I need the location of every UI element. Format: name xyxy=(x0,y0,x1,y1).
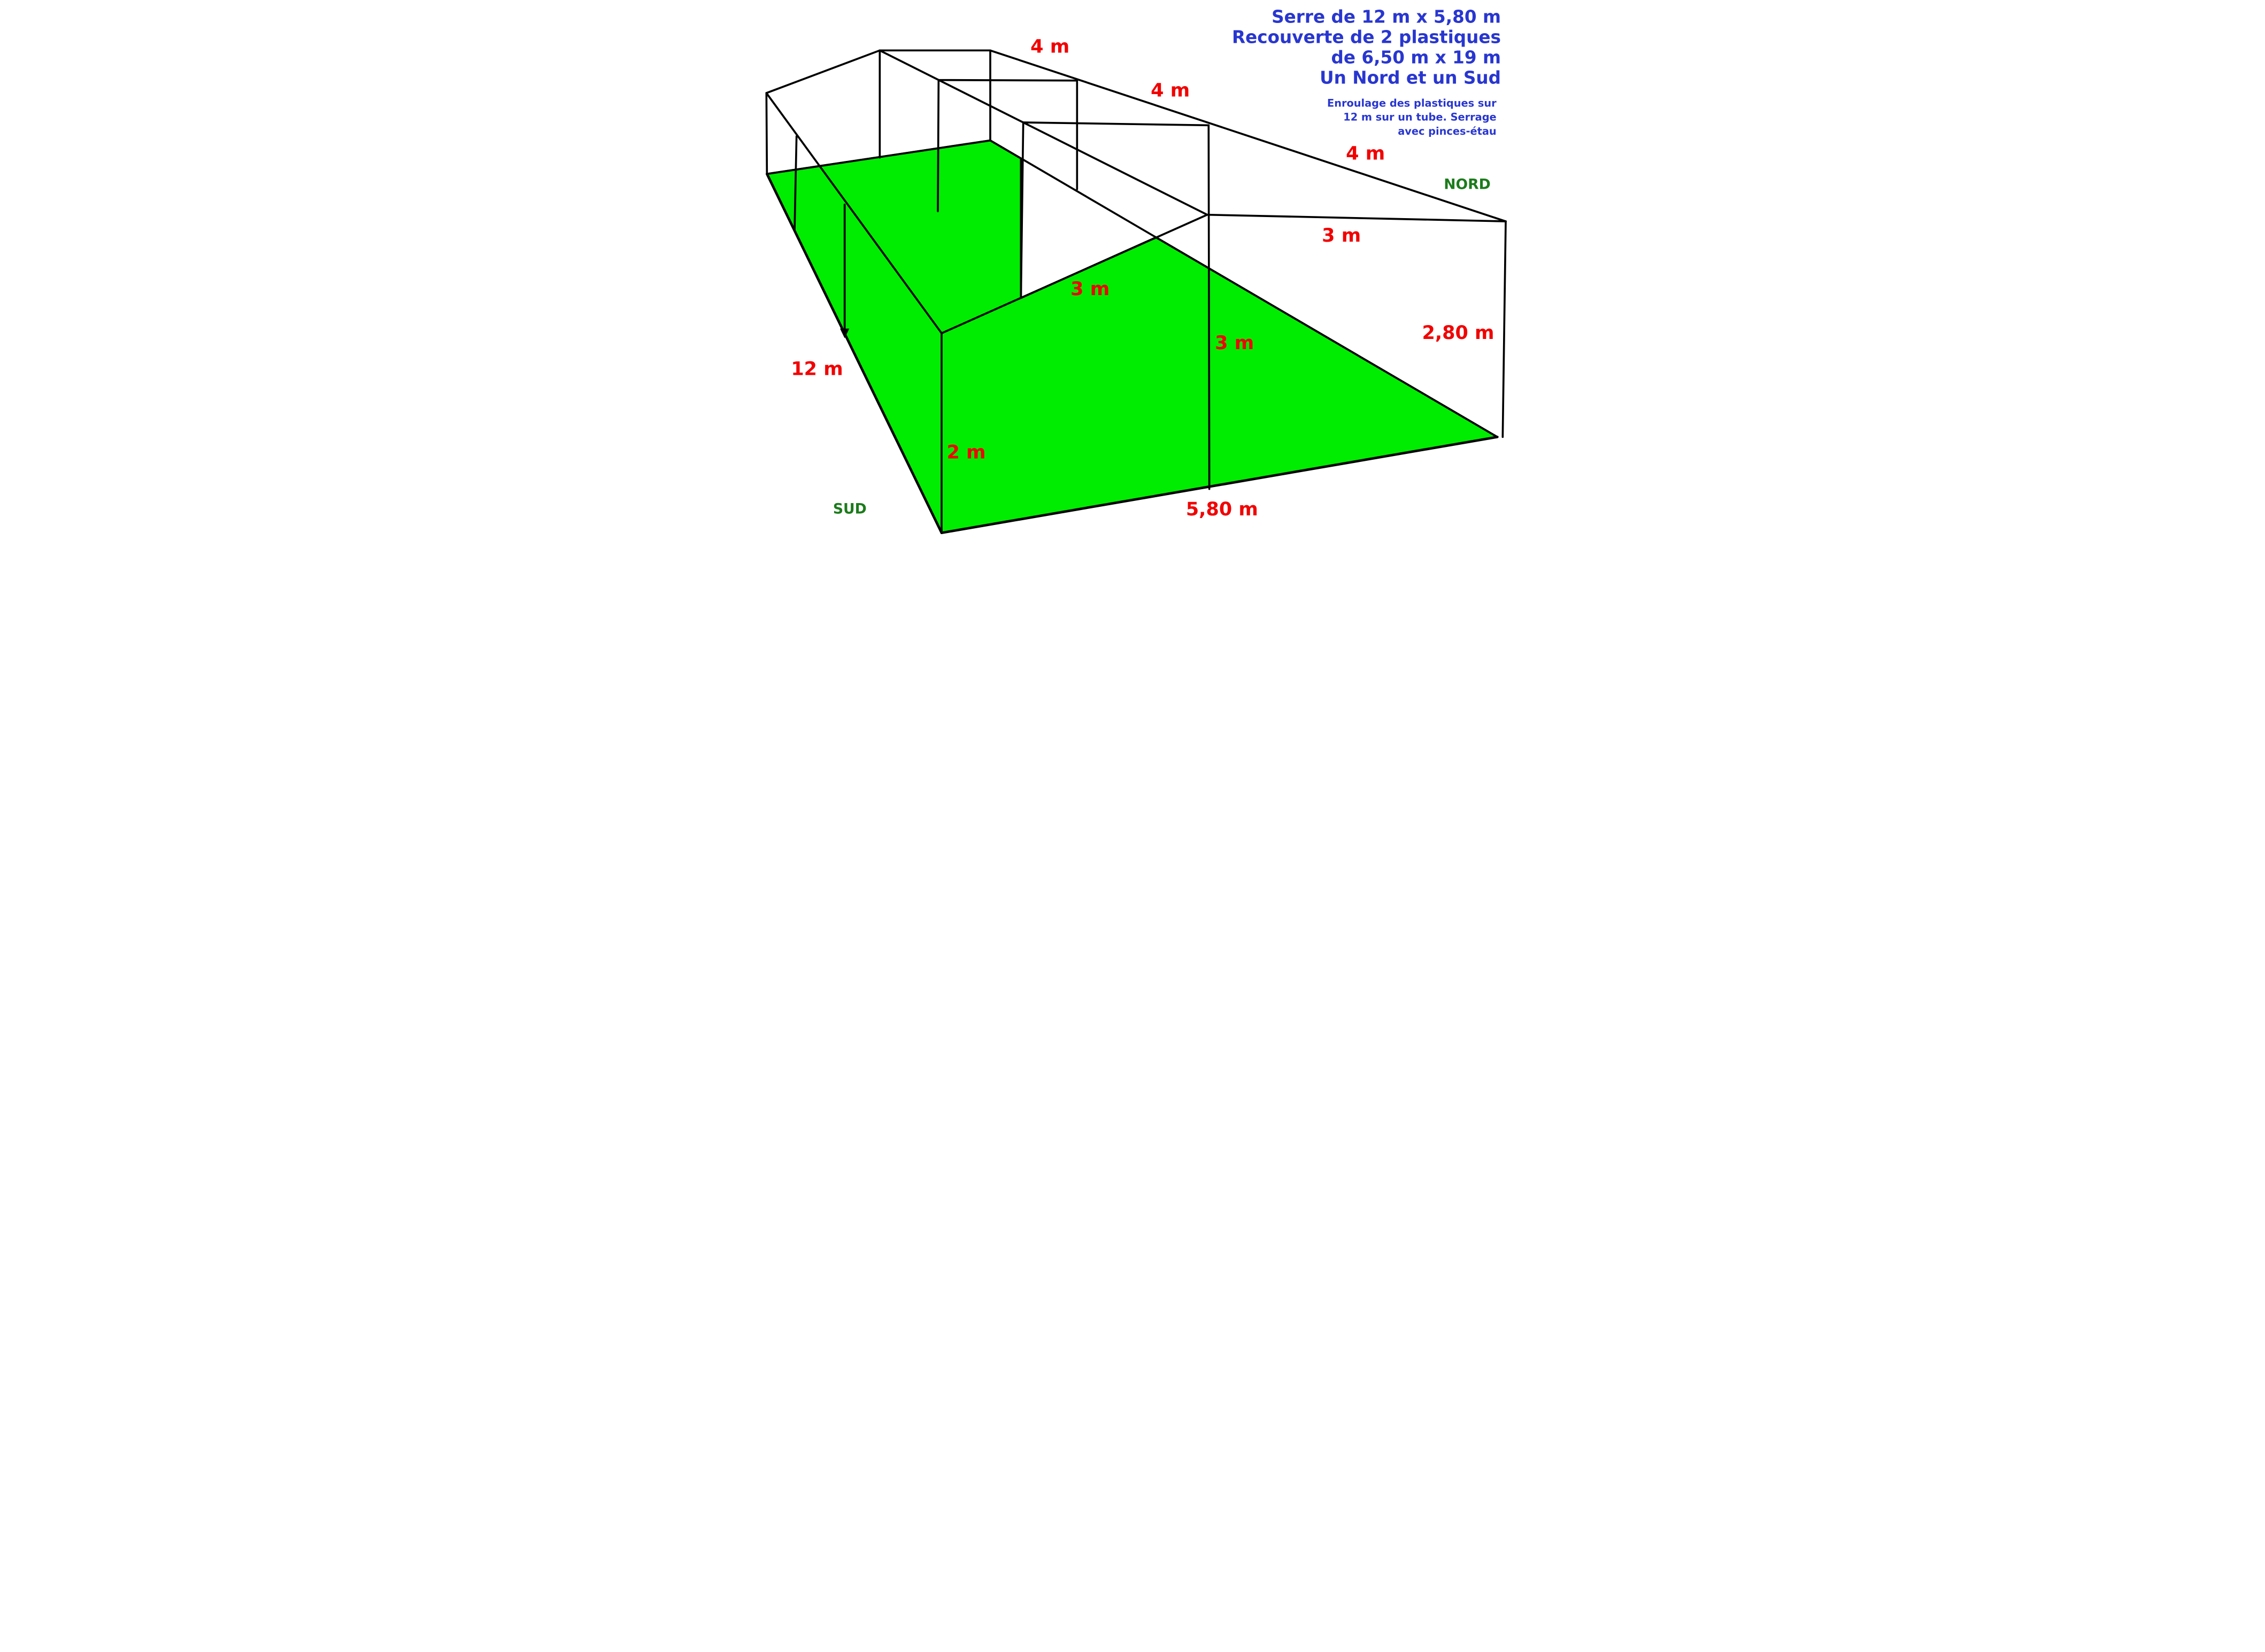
greenhouse-diagram-canvas: 4 m 4 m 4 m 3 m 3 m 3 m 2,80 m 12 m 2 m 5,80 m NO… xyxy=(765,7,1507,534)
subtitle-line-2: 12 m sur un tube. Serrage xyxy=(1343,111,1496,123)
middle-east-post xyxy=(1207,124,1211,490)
dimension-labels-layer: 4 m 4 m 4 m 3 m 3 m 3 m 2,80 m 12 m 2 m 5,80 m xyxy=(791,36,1494,520)
west-eave-diagonal xyxy=(765,92,943,335)
dim-4m-bay2: 4 m xyxy=(1151,80,1190,102)
ground-west-edge xyxy=(766,173,943,534)
ground-front-edge xyxy=(940,435,1499,534)
title-line-1: Serre de 12 m x 5,80 m xyxy=(1272,7,1501,27)
title-line-3: de 6,50 m x 19 m xyxy=(1331,48,1501,68)
ground-west-north-edge xyxy=(766,139,991,175)
north-east-corner-post xyxy=(1501,220,1507,438)
dim-5-80m-width: 5,80 m xyxy=(1186,499,1258,520)
frame2-west-post-arrowhead xyxy=(840,328,850,338)
dim-3m-south-slope: 3 m xyxy=(1070,279,1110,300)
frame2-top-bar xyxy=(937,79,1078,82)
frame3-west-post xyxy=(1020,121,1024,299)
ground-north-edge xyxy=(989,139,1499,438)
label-nord: NORD xyxy=(1444,176,1491,192)
subtitle-line-1: Enroulage des plastiques sur xyxy=(1327,97,1497,109)
dim-3m-ridge-post: 3 m xyxy=(1215,333,1254,354)
dim-12m-length: 12 m xyxy=(791,358,843,380)
dim-3m-north-slope: 3 m xyxy=(1322,225,1361,246)
frame1-west-post xyxy=(793,135,798,232)
south-eave-tube xyxy=(941,213,1208,335)
label-sud: SUD xyxy=(833,501,867,518)
direction-labels-layer: NORD SUD xyxy=(833,176,1491,517)
subtitle-line-3: avec pinces-étau xyxy=(1398,125,1496,137)
greenhouse-diagram-page: 4 m 4 m 4 m 3 m 3 m 3 m 2,80 m 12 m 2 m 5,80 m NO… xyxy=(755,0,1510,551)
dim-2-80m-north-wall: 2,80 m xyxy=(1422,322,1494,344)
title-line-2: Recouverte de 2 plastiques xyxy=(1232,27,1501,48)
north-gutter xyxy=(1206,213,1507,222)
title-line-4: Un Nord et un Sud xyxy=(1320,68,1501,88)
top-edge-to-north xyxy=(989,49,1507,222)
dim-4m-bay1: 4 m xyxy=(1030,36,1069,58)
west-corner-post xyxy=(765,92,768,175)
frame-lines-layer xyxy=(765,49,1507,534)
dim-4m-bay3: 4 m xyxy=(1346,143,1385,165)
ground-layer xyxy=(766,139,1499,534)
ridge-diagonal xyxy=(879,49,1208,216)
frame3-top-bar xyxy=(1022,121,1210,127)
south-gable-west-slope xyxy=(765,49,881,94)
dim-2m-south-post: 2 m xyxy=(946,442,985,463)
ground-surface xyxy=(766,139,1499,534)
